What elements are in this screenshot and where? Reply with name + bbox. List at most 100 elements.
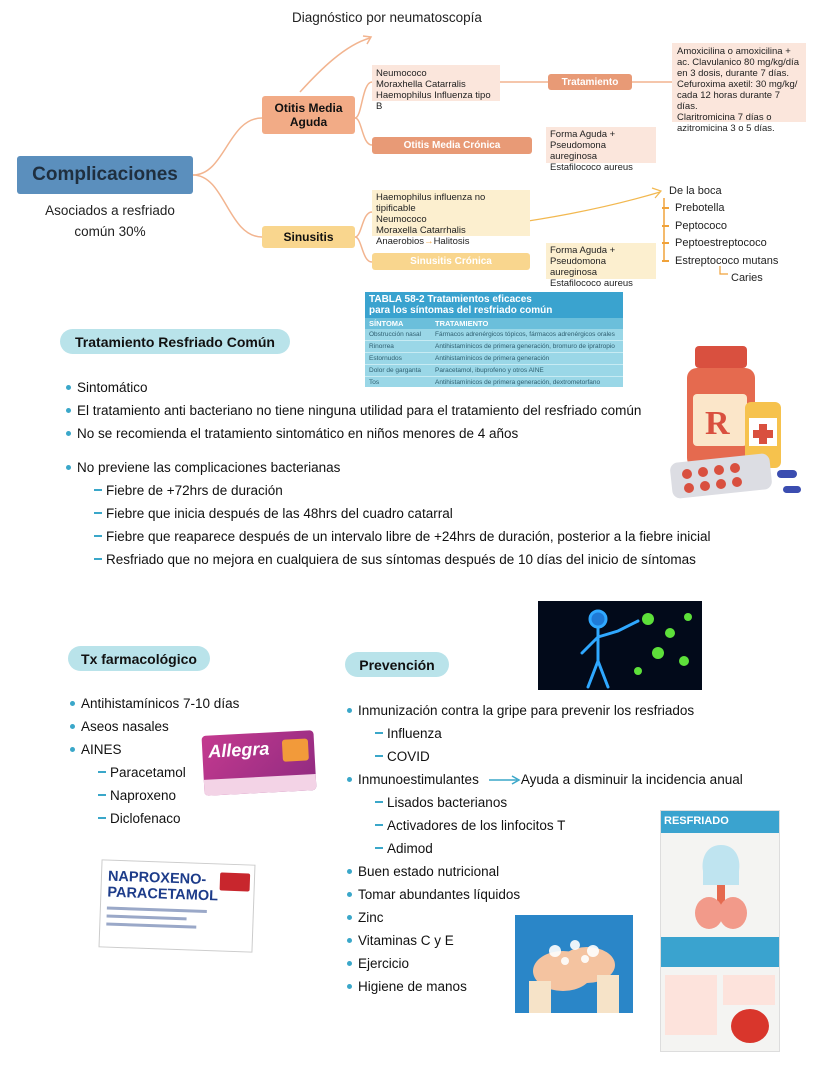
cronica-line: Forma Aguda + [550,245,616,256]
boca-item: Peptoestreptococo [662,235,778,253]
list-item: Zinc [347,906,743,929]
boca-title: De la boca [669,185,722,197]
otitis-node: Otitis Media Aguda [262,96,355,134]
tratamiento-list: Sintomático El tratamiento anti bacteria… [66,376,641,445]
list-item: Buen estado nutricional [347,860,743,883]
naproxeno-line-2: PARACETAMOL [107,884,219,905]
tratamiento-line: Cefuroxima axetil: 30 mg/kg/ [677,79,798,90]
naproxeno-box-image: NAPROXENO- PARACETAMOL [98,859,256,953]
tratamiento-line: en 3 dosis, durante 7 días. [677,68,789,79]
list-item-label: Tomar abundantes líquidos [358,887,521,902]
sub-list-item: Lisados bacterianos [375,791,743,814]
list-item-label: Paracetamol [110,765,186,780]
caption-line-2: común 30% [74,224,146,239]
table-cell: Estornudos [369,355,402,362]
table-title: TABLA 58-2 Tratamientos eficaces para lo… [365,292,623,318]
sub-list-item: Naproxeno [98,784,239,807]
sub-list-item: Diclofenaco [98,807,239,830]
bullet-icon [347,707,352,713]
otitis-cronica-node: Otitis Media Crónica [372,137,532,154]
bullet-icon [66,384,71,390]
resfriado-poster-image: RESFRIADO [660,810,780,1052]
list-item: Sintomático [66,376,641,399]
list-item-label: Vitaminas C y E [358,933,454,948]
otitis-tratamiento-text: Amoxicilina o amoxicilina + ac. Clavulan… [672,43,806,134]
tratamiento-heading: Tratamiento Resfriado Común [60,329,290,354]
connector-neumatoscopia [299,37,371,93]
list-item-label: El tratamiento anti bacteriano no tiene … [77,403,642,418]
boca-item: Estreptococo mutans [662,253,778,271]
list-item-label: Higiene de manos [358,979,467,994]
connector-otitis [192,117,263,176]
prevencion-heading: Prevención [345,652,449,677]
complicaciones-caption: Asociados a resfriado común 30% [20,200,200,242]
anaerobios-line: Anaerobios→Halitosis [376,236,526,247]
dash-icon [94,489,102,492]
anaerobios: Anaerobios [376,236,425,247]
handwashing-image [515,915,633,1013]
list-item: Tomar abundantes líquidos [347,883,743,906]
arrow-icon: → [424,236,434,247]
tratamiento-line: azitromicina 3 o 5 días. [677,123,775,134]
sinusitis-agent: Neumococo [376,214,427,225]
sinusitis-node: Sinusitis [262,226,355,248]
otitis-cronica-text: Forma Aguda + Pseudomona aureginosa Esta… [546,127,656,173]
dash-icon [94,558,102,561]
sinusitis-agent: Haemophilus influenza no tipificable [376,192,486,214]
tratamiento-line: Claritromicina 7 días o [677,112,772,123]
table-title-2: para los síntomas del resfriado común [369,305,553,316]
sub-list-item: Paracetamol [98,761,239,784]
list-item-label: Antihistamínicos 7-10 días [81,696,240,711]
sub-list-item: Fiebre que inicia después de las 48hrs d… [94,502,711,525]
list-item: Ejercicio [347,952,743,975]
boca-item-label: Estreptococo mutans [675,254,779,267]
list-item-label: No previene las complicaciones bacterian… [77,460,341,475]
table-cell: Tos [369,379,380,386]
list-item-label: No se recomienda el tratamiento sintomát… [77,426,519,441]
list-item: El tratamiento anti bacteriano no tiene … [66,399,641,422]
bullet-icon [66,407,71,413]
boca-item: Peptococo [662,218,778,236]
svg-text:R: R [705,405,730,442]
table-cell: Obstrucción nasal [369,331,422,338]
dash-icon [375,801,383,804]
immune-body-image [538,601,702,690]
tx-list: Antihistamínicos 7-10 días Aseos nasales… [70,692,239,830]
connector-sinusitis [192,174,263,238]
allegra-brand: Allegra [207,738,270,762]
bullet-icon [66,430,71,436]
list-item-label: COVID [387,749,430,764]
boca-item: Prebotella [662,200,778,218]
otitis-tratamiento-node: Tratamiento [548,74,632,90]
list-item-label: Fiebre que reaparece después de un inter… [106,529,711,544]
complicaciones-node: Complicaciones [17,156,193,194]
bullet-icon [347,891,352,897]
sub-list-item: Influenza [375,722,743,745]
bullet-icon [70,723,75,729]
list-item-label: Fiebre que inicia después de las 48hrs d… [106,506,453,521]
list-item-label: Zinc [358,910,384,925]
bullet-icon [347,776,352,782]
sub-list-item: Activadores de los linfocitos T [375,814,743,837]
bullet-icon [70,700,75,706]
dash-icon [98,817,106,820]
bullet-icon [347,914,352,920]
caries-label: Caries [731,272,763,284]
list-item-label: AINES [81,742,122,757]
bullet-icon [347,960,352,966]
boca-item-label: Peptococo [675,219,727,232]
list-item-label: Resfriado que no mejora en cualquiera de… [106,552,696,567]
dash-icon [375,824,383,827]
caption-line-1: Asociados a resfriado [45,203,175,218]
sub-list-item: COVID [375,745,743,768]
list-item: No se recomienda el tratamiento sintomát… [66,422,641,445]
tx-heading: Tx farmacológico [68,646,210,671]
allegra-box-image: Allegra [201,730,317,796]
sinusitis-cronica-node: Sinusitis Crónica [372,253,530,270]
list-item: Higiene de manos [347,975,743,998]
dash-icon [94,512,102,515]
dash-icon [98,794,106,797]
list-item-label: Aseos nasales [81,719,169,734]
